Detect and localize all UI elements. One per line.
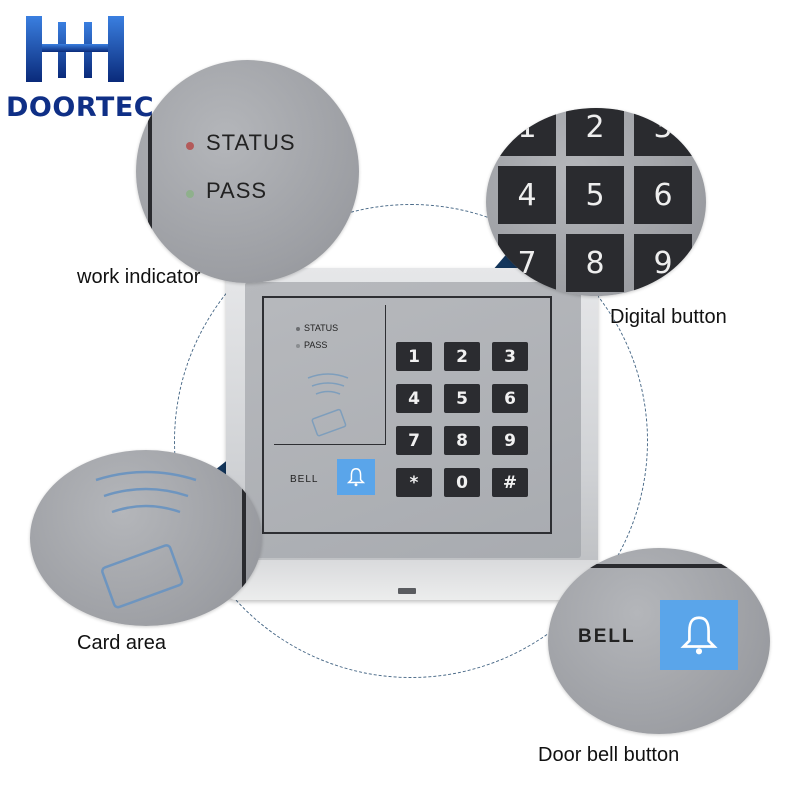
zoom-status-label: STATUS (206, 130, 296, 155)
zoom-key-5: 5 (566, 166, 624, 224)
pass-led (296, 344, 300, 348)
bell-label: BELL (290, 474, 319, 485)
zoom-pass-indicator: PASS (186, 178, 267, 204)
bell-icon (346, 468, 366, 487)
key-star[interactable]: * (396, 468, 432, 497)
zoom-bell-frame-line (568, 564, 768, 568)
key-9[interactable]: 9 (492, 426, 528, 455)
key-5[interactable]: 5 (444, 384, 480, 413)
caption-digital-button: Digital button (610, 306, 727, 328)
zoom-pass-led (186, 190, 194, 198)
status-label: STATUS (304, 323, 339, 333)
zoom-status-indicator: STATUS (186, 130, 296, 156)
zoom-card-frame-line (242, 470, 246, 600)
indicator-card-panel (274, 305, 386, 445)
card-reader-icon (95, 470, 197, 609)
status-led (296, 327, 300, 331)
zoom-bell-button (660, 600, 738, 670)
device-screw-slot (398, 588, 416, 594)
key-3[interactable]: 3 (492, 342, 528, 371)
key-6[interactable]: 6 (492, 384, 528, 413)
pass-indicator: PASS (296, 340, 327, 350)
key-0[interactable]: 0 (444, 468, 480, 497)
bell-button[interactable] (337, 459, 375, 495)
zoom-key-1: 1 (498, 108, 556, 156)
caption-card-area: Card area (77, 632, 166, 654)
zoom-key-9: 9 (634, 234, 692, 292)
zoom-key-8: 8 (566, 234, 624, 292)
caption-work-indicator: work indicator (77, 266, 201, 288)
zoom-key-3: 3 (634, 108, 692, 156)
zoom-bell-label: BELL (578, 626, 636, 647)
zoom-door-bell: BELL (548, 548, 770, 734)
caption-door-bell-button: Door bell button (538, 744, 680, 766)
key-8[interactable]: 8 (444, 426, 480, 455)
dashed-outline (174, 204, 648, 678)
card-area-symbol (307, 373, 349, 437)
zoom-key-4: 4 (498, 166, 556, 224)
zoom-status-frame-line (148, 110, 152, 270)
status-indicator: STATUS (296, 323, 338, 333)
doortec-logo-mark (26, 16, 124, 82)
zoom-key-7: 7 (498, 234, 556, 292)
key-7[interactable]: 7 (396, 426, 432, 455)
keypad: 1 2 3 4 5 6 7 8 9 * 0 # (396, 342, 528, 497)
zoom-key-2: 2 (566, 108, 624, 156)
pass-label: PASS (304, 340, 328, 350)
key-2[interactable]: 2 (444, 342, 480, 371)
key-hash[interactable]: # (492, 468, 528, 497)
key-4[interactable]: 4 (396, 384, 432, 413)
key-1[interactable]: 1 (396, 342, 432, 371)
zoom-key-6: 6 (634, 166, 692, 224)
zoom-work-indicator: STATUS PASS (136, 60, 359, 283)
face-frame (262, 296, 552, 534)
device-face-panel (245, 282, 581, 558)
zoom-bell-icon (680, 616, 718, 655)
zoom-pass-label: PASS (206, 178, 268, 203)
zoom-digital-buttons: 1 2 3 4 5 6 7 8 9 (486, 108, 706, 296)
device-bottom-edge (226, 560, 598, 600)
zoom-status-led (186, 142, 194, 150)
brand-name: DOORTEC (6, 92, 155, 123)
zoom-card-area (30, 450, 262, 626)
